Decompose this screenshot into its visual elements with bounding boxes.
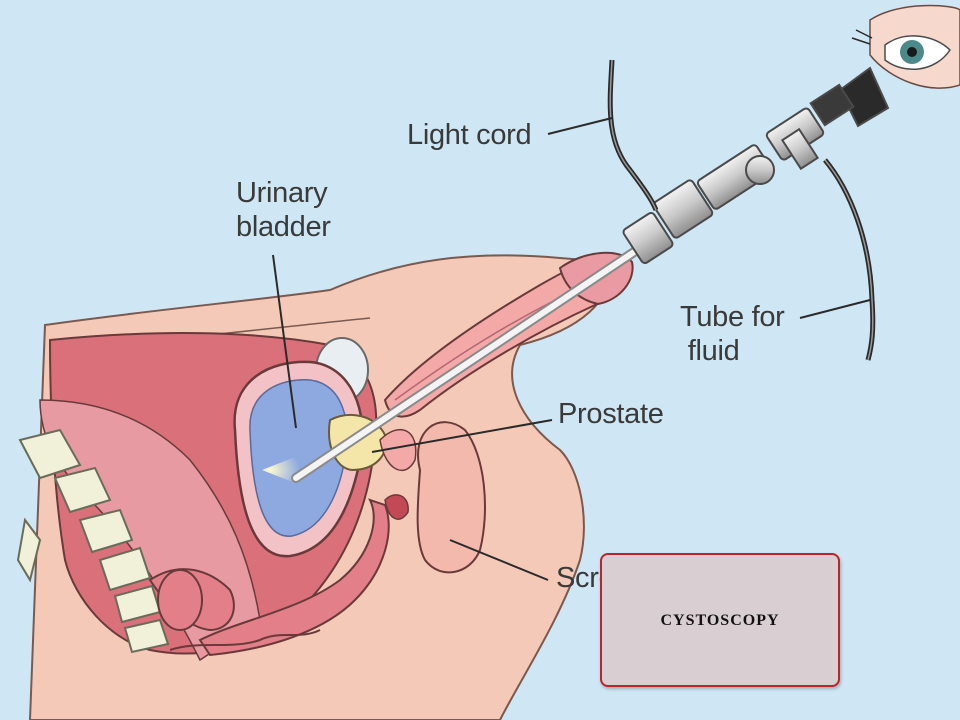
- leader-lines: [272, 117, 871, 581]
- anal-region: [384, 494, 409, 520]
- label-urinary-bladder-line2: bladder: [236, 211, 331, 243]
- observer-eye-icon: [851, 4, 960, 89]
- caption-title: CYSTOSCOPY: [660, 612, 780, 629]
- sacrum: [16, 428, 170, 654]
- pubic-structures: [379, 429, 417, 472]
- label-prostate: Prostate: [558, 398, 664, 430]
- cystoscope-body: [622, 66, 890, 265]
- label-tube-for-fluid: Tube for fluid: [680, 300, 785, 368]
- scope-light-beam: [262, 455, 300, 485]
- label-urinary-bladder-line1: Urinary: [236, 177, 328, 209]
- label-tube-for-fluid-line1: Tube for: [680, 301, 785, 333]
- label-light-cord: Light cord: [407, 119, 532, 151]
- caption-box: CYSTOSCOPY: [600, 553, 840, 687]
- rectum: [148, 498, 390, 657]
- label-tube-for-fluid-line2: fluid: [680, 335, 740, 367]
- scrotum-sac: [416, 421, 486, 574]
- label-urinary-bladder: Urinary bladder: [236, 176, 331, 244]
- bowel-coils: [169, 629, 321, 651]
